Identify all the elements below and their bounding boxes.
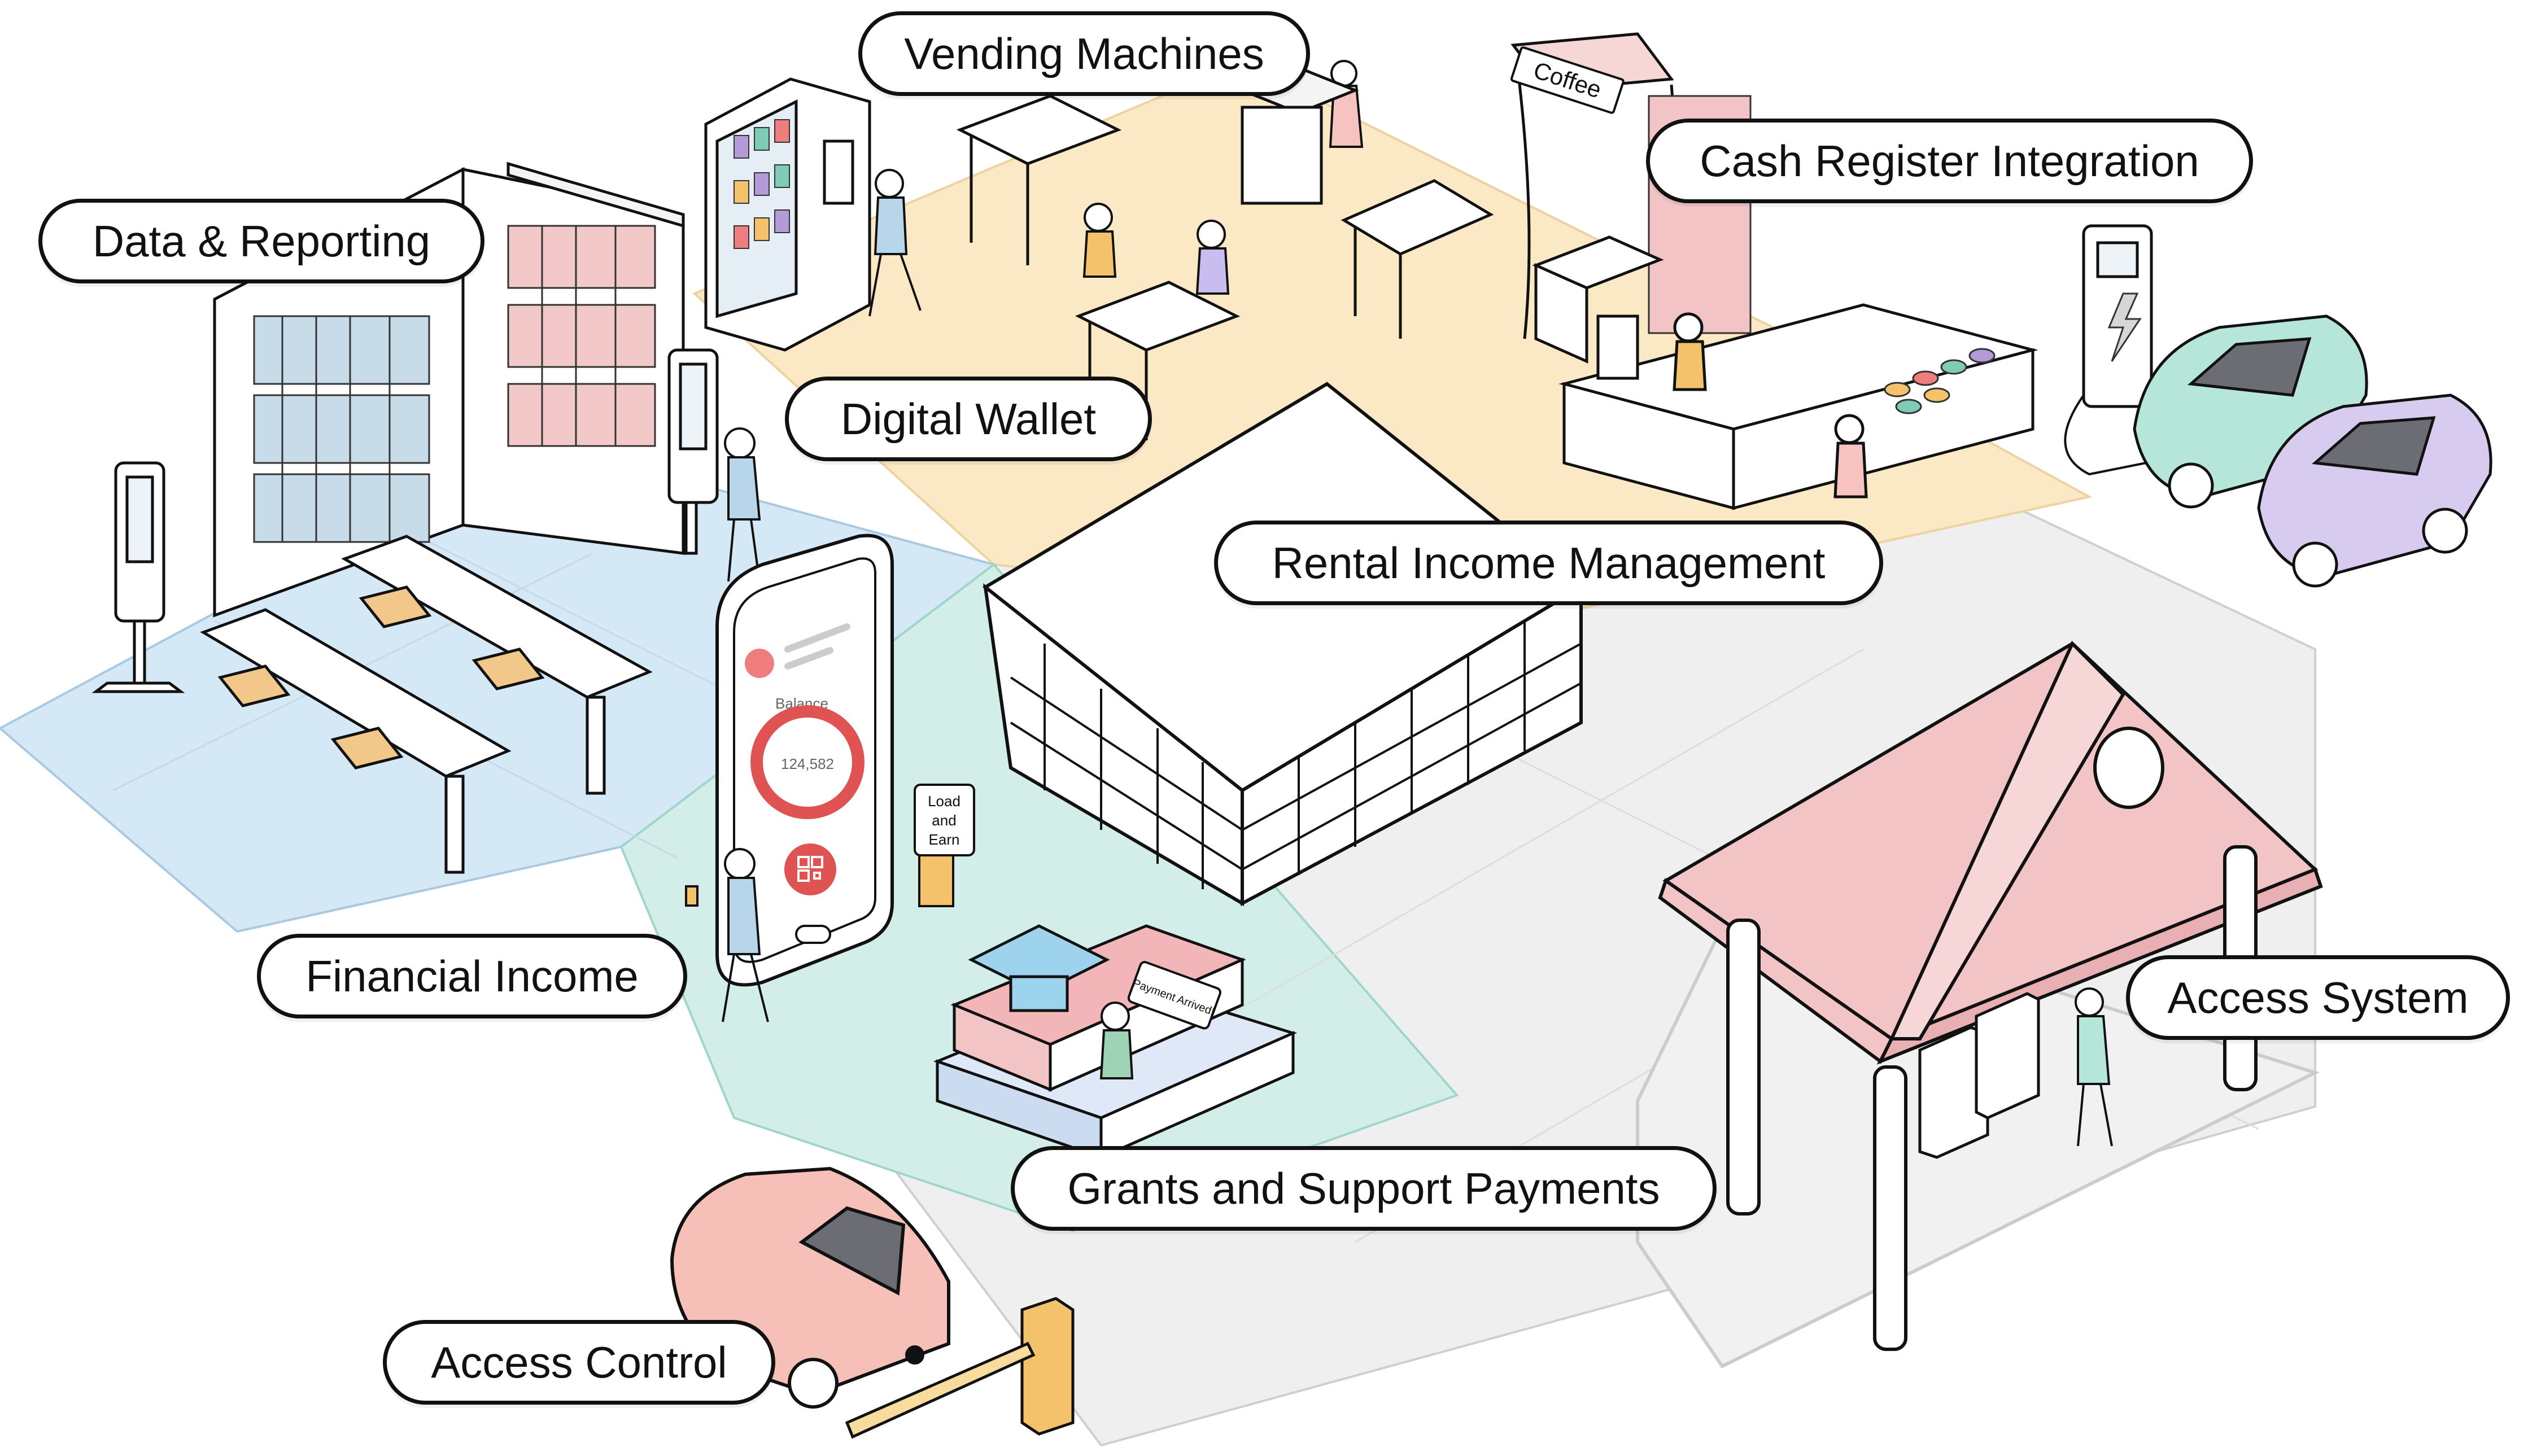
cafeteria-tables — [956, 94, 1494, 440]
cash-register-counter — [1558, 303, 2038, 510]
food-dishes — [1884, 348, 1996, 414]
vending-machines-label: Vending Machines — [858, 11, 1310, 96]
grants-and-support-payments-label: Grants and Support Payments — [1011, 1146, 1717, 1231]
student-at-kiosk — [724, 427, 761, 582]
kiosk-left — [91, 461, 185, 693]
cafeteria-people — [868, 60, 1364, 317]
vending-products — [734, 119, 790, 249]
ev-charger-icon — [2107, 292, 2142, 362]
load-sign-line-1: Load — [928, 793, 960, 810]
rental-income-management-label: Rental Income Management — [1214, 521, 1883, 605]
balance-value: 124,582 — [781, 755, 834, 772]
shelf-books-blue — [253, 315, 430, 543]
barrier-gate — [845, 1297, 1075, 1439]
access-control-label: Access Control — [383, 1320, 775, 1405]
ev-charger — [2064, 224, 2203, 476]
digital-wallet-label: Digital Wallet — [785, 377, 1152, 461]
student-reading: Payment Arrived! — [1099, 961, 1221, 1079]
purple-car — [2257, 393, 2492, 588]
study-tables — [200, 535, 653, 874]
graduation-cap-icon — [968, 924, 1110, 1012]
load-and-earn-sign: Load and Earn — [914, 784, 975, 907]
qr-code-icon — [797, 856, 823, 882]
balance-ring — [750, 705, 865, 819]
load-sign-line-2: and — [932, 812, 956, 829]
cash-register-integration-label: Cash Register Integration — [1646, 119, 2253, 203]
person-with-phone — [685, 848, 769, 1022]
data-reporting-label: Data & Reporting — [38, 199, 484, 283]
access-system-label: Access System — [2126, 955, 2510, 1040]
vending-machine — [704, 77, 871, 352]
shelf-books-pink — [507, 225, 656, 447]
building-windows — [1010, 621, 1582, 889]
giant-phone: Balance 124,582 — [715, 534, 894, 987]
kiosk-library — [667, 348, 719, 555]
chairs — [217, 585, 545, 769]
turnstiles — [1918, 992, 2040, 1159]
financial-income-label: Financial Income — [257, 934, 687, 1018]
load-sign-line-3: Earn — [929, 831, 960, 848]
